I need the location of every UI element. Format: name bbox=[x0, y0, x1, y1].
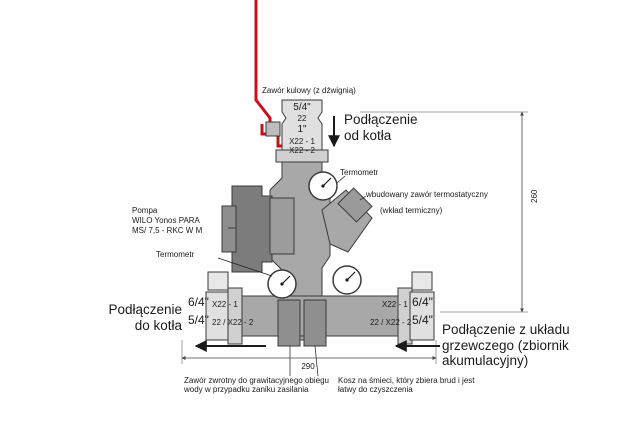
left-thread-1: 6/4" bbox=[188, 295, 209, 309]
dim-height-value: 260 bbox=[530, 189, 539, 203]
thermostatic-valve-cap bbox=[337, 187, 373, 223]
pump-motor bbox=[269, 197, 295, 255]
leader-thermometer-left bbox=[217, 257, 273, 277]
boiler-connection-top: Podłączenie od kotła bbox=[344, 112, 418, 143]
top-thread-1-sub: 22 bbox=[297, 114, 307, 123]
left-thread-2: 5/4" bbox=[188, 313, 209, 327]
dirt-trap-label: Kosz na śmieci, który zbiera brud i jest… bbox=[338, 376, 475, 395]
leader-dirt-trap bbox=[314, 345, 319, 377]
check-valve-label: Zawór zwrotny do grawitacyjnego obiegu w… bbox=[184, 376, 329, 395]
pump-label-line3: MS/ 7,5 - RKC W M bbox=[132, 226, 203, 235]
valve-label: Zawór kulowy (z dźwignią) bbox=[262, 86, 356, 95]
left-fitting-outer bbox=[205, 291, 231, 341]
thermometer-top bbox=[308, 171, 338, 201]
right-fitting-cap bbox=[411, 271, 433, 291]
right-thread-1: 6/4" bbox=[412, 295, 433, 309]
dirt-trap-housing bbox=[303, 299, 327, 347]
left-thread-1-sub: X22 - 1 bbox=[212, 300, 238, 309]
top-thread-2-sub-b: X22 - 2 bbox=[289, 146, 315, 155]
thermostatic-valve-label: wbudowany zawór termostatyczny bbox=[366, 190, 488, 199]
thermometer-left bbox=[267, 269, 297, 299]
right-fitting-outer bbox=[409, 291, 435, 341]
left-thread-2-sub: 22 / X22 - 2 bbox=[212, 318, 254, 327]
pump-body bbox=[231, 185, 273, 273]
dim-width-value: 290 bbox=[301, 362, 315, 371]
leader-thermostatic bbox=[359, 195, 367, 201]
boiler-connection-left: Podłączenie do kotła bbox=[108, 302, 182, 333]
thermometer-left-label: Termometr bbox=[156, 250, 195, 259]
thermometer-top-label: Termometr bbox=[340, 168, 379, 177]
right-thread-2-sub: 22 / X22 - 2 bbox=[370, 318, 412, 327]
thermometer-right bbox=[332, 265, 362, 295]
pump-label-line2: WILO Yonos PARA bbox=[132, 216, 200, 225]
left-fitting-nut bbox=[227, 287, 243, 345]
right-thread-2: 5/4" bbox=[412, 313, 433, 327]
top-thread-2-sub-a: X22 - 1 bbox=[289, 137, 315, 146]
leader-thermometer-top bbox=[336, 175, 346, 184]
valve-stem bbox=[265, 121, 281, 137]
pump-head bbox=[221, 205, 237, 253]
top-thread-1: 5/4" bbox=[293, 102, 311, 113]
thermostatic-insert-label: (wkład termiczny) bbox=[380, 206, 443, 215]
valve-lever bbox=[254, 0, 272, 128]
left-fitting-cap bbox=[207, 271, 229, 291]
check-valve-housing bbox=[277, 299, 301, 347]
heating-system-connection: Podłączenie z układu grzewczego (zbiorni… bbox=[442, 322, 570, 369]
right-thread-1-sub: X22 - 1 bbox=[382, 300, 408, 309]
pump-label-line1: Pompa bbox=[132, 206, 158, 215]
top-thread-2: 1" bbox=[297, 124, 307, 135]
